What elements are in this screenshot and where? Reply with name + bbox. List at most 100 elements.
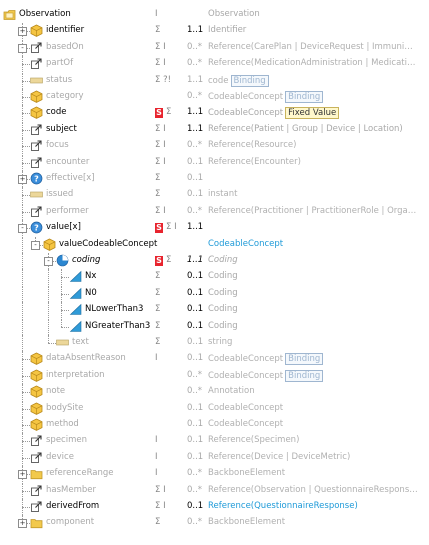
element-flags: Σ I xyxy=(166,222,177,233)
element-type-text: BackboneElement xyxy=(208,517,286,528)
element-name: NLowerThan3 xyxy=(85,304,144,315)
fixed-value-badge[interactable]: Fixed Value xyxy=(285,107,340,120)
reference-icon xyxy=(30,500,43,513)
tree-row-valuecodeableconcept[interactable]: - valueCodeableConcept CodeableConcept xyxy=(0,236,429,253)
binding-badge[interactable]: Binding xyxy=(285,91,324,103)
tree-lines xyxy=(0,351,429,368)
collapse-toggle-icon[interactable]: - xyxy=(31,240,40,250)
binding-badge[interactable]: Binding xyxy=(285,369,324,382)
element-name: device xyxy=(46,451,74,462)
expand-toggle-icon[interactable]: + xyxy=(18,27,27,37)
expand-toggle-icon[interactable]: + xyxy=(18,519,27,529)
element-name: hasMember xyxy=(46,484,96,495)
tree-lines xyxy=(0,400,429,417)
expand-toggle-icon[interactable]: + xyxy=(18,175,27,184)
slice-icon xyxy=(56,254,69,267)
element-type: Reference(Observation | QuestionnaireRes… xyxy=(208,485,428,495)
element-name: NGreaterThan3 xyxy=(85,320,151,331)
primitive-icon xyxy=(30,188,43,201)
element-name: specimen xyxy=(46,435,87,446)
element-name: coding xyxy=(72,255,101,265)
element-type: Reference(CarePlan | DeviceRequest | Imm… xyxy=(208,42,428,52)
element-name: text xyxy=(72,337,89,347)
element-name: effective[x] xyxy=(46,173,95,183)
collapse-toggle-icon[interactable]: - xyxy=(18,224,27,234)
element-type: Reference(Resource) xyxy=(208,140,428,150)
binding-badge[interactable]: Binding xyxy=(230,74,269,87)
tree-lines xyxy=(0,449,429,466)
element-name: subject xyxy=(46,123,77,134)
slice-item-icon xyxy=(69,270,82,283)
expand-toggle-icon[interactable]: + xyxy=(18,470,27,480)
cardinality: 1..1 xyxy=(187,25,204,36)
cardinality: 0..1 xyxy=(187,173,204,183)
element-flags: Σ xyxy=(155,271,161,282)
element-type-text: BackboneElement xyxy=(208,468,286,479)
slice-item-icon xyxy=(69,287,82,300)
slice-item-icon xyxy=(69,303,82,316)
choice-icon: ? xyxy=(30,221,43,234)
element-type-text: Reference(MedicationAdministration | Med… xyxy=(208,58,416,69)
element-type-text: instant xyxy=(208,189,238,200)
element-type: Identifier xyxy=(208,25,428,35)
reference-icon xyxy=(30,57,43,70)
binding-badge[interactable]: Binding xyxy=(285,353,324,366)
element-flags: Σ I xyxy=(155,58,166,69)
reference-icon xyxy=(30,484,43,497)
element-flags: Σ xyxy=(155,25,161,36)
element-type[interactable]: CodeableConcept xyxy=(208,239,428,249)
element-type: Coding xyxy=(208,255,428,265)
svg-text:?: ? xyxy=(34,224,39,233)
cardinality: 0..1 xyxy=(187,287,204,298)
tree-lines xyxy=(0,482,429,499)
element-flags: I xyxy=(155,9,158,19)
element-type: CodeableConcept xyxy=(208,403,428,413)
element-type-text: Reference(QuestionnaireResponse) xyxy=(208,501,358,511)
tree-lines xyxy=(0,367,429,384)
element-name: basedOn xyxy=(46,41,84,52)
element-type: BackboneElement xyxy=(208,517,428,527)
reference-icon xyxy=(30,156,43,169)
element-type: Reference(Device | DeviceMetric) xyxy=(208,452,428,462)
collapse-toggle-icon[interactable]: - xyxy=(18,43,27,53)
element-type-text: Reference(Specimen) xyxy=(208,435,300,446)
element-flags: Σ xyxy=(155,337,161,347)
element-type[interactable]: Reference(QuestionnaireResponse) xyxy=(208,501,428,511)
tree-lines xyxy=(0,384,429,401)
element-type-text: CodeableConcept xyxy=(208,419,284,429)
element-name: value[x] xyxy=(46,222,81,233)
element-name: valueCodeableConcept xyxy=(59,238,158,249)
collapse-toggle-icon[interactable]: - xyxy=(44,257,53,266)
